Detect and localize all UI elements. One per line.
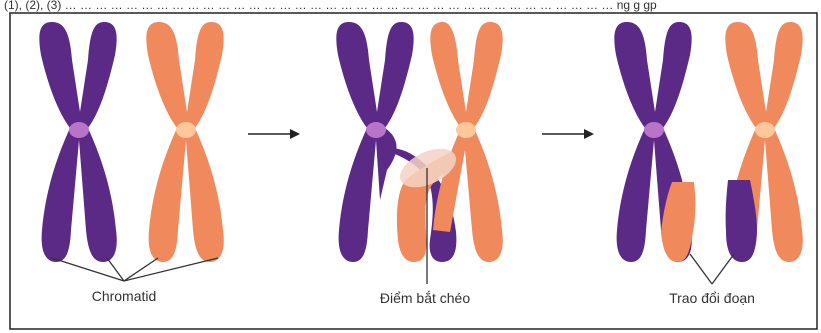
exchange-pointer-lines	[690, 254, 734, 284]
stage-1-homologous-pair	[39, 22, 223, 262]
stage-2-crossing-over	[336, 22, 502, 262]
chromatid-label: Chromatid	[92, 288, 157, 304]
chromosome-orange-recombinant	[725, 22, 802, 262]
exchange-label: Trao đổi đoạn	[669, 290, 755, 306]
crossover-point-label: Điểm bắt chéo	[380, 290, 470, 306]
chromatid-pointer-lines	[52, 258, 218, 281]
chromosome-orange-crossing	[397, 22, 503, 262]
arrow-1	[248, 129, 300, 139]
chromosome-purple-recombinant	[614, 22, 695, 262]
stage-3-after-exchange	[614, 22, 802, 262]
top-caption-fragment: (1), (2), (3) … … … … … … … … … … … … … …	[4, 0, 657, 12]
chromosome-purple	[39, 22, 116, 262]
arrow-2	[542, 129, 594, 139]
chromosome-orange	[146, 22, 223, 262]
